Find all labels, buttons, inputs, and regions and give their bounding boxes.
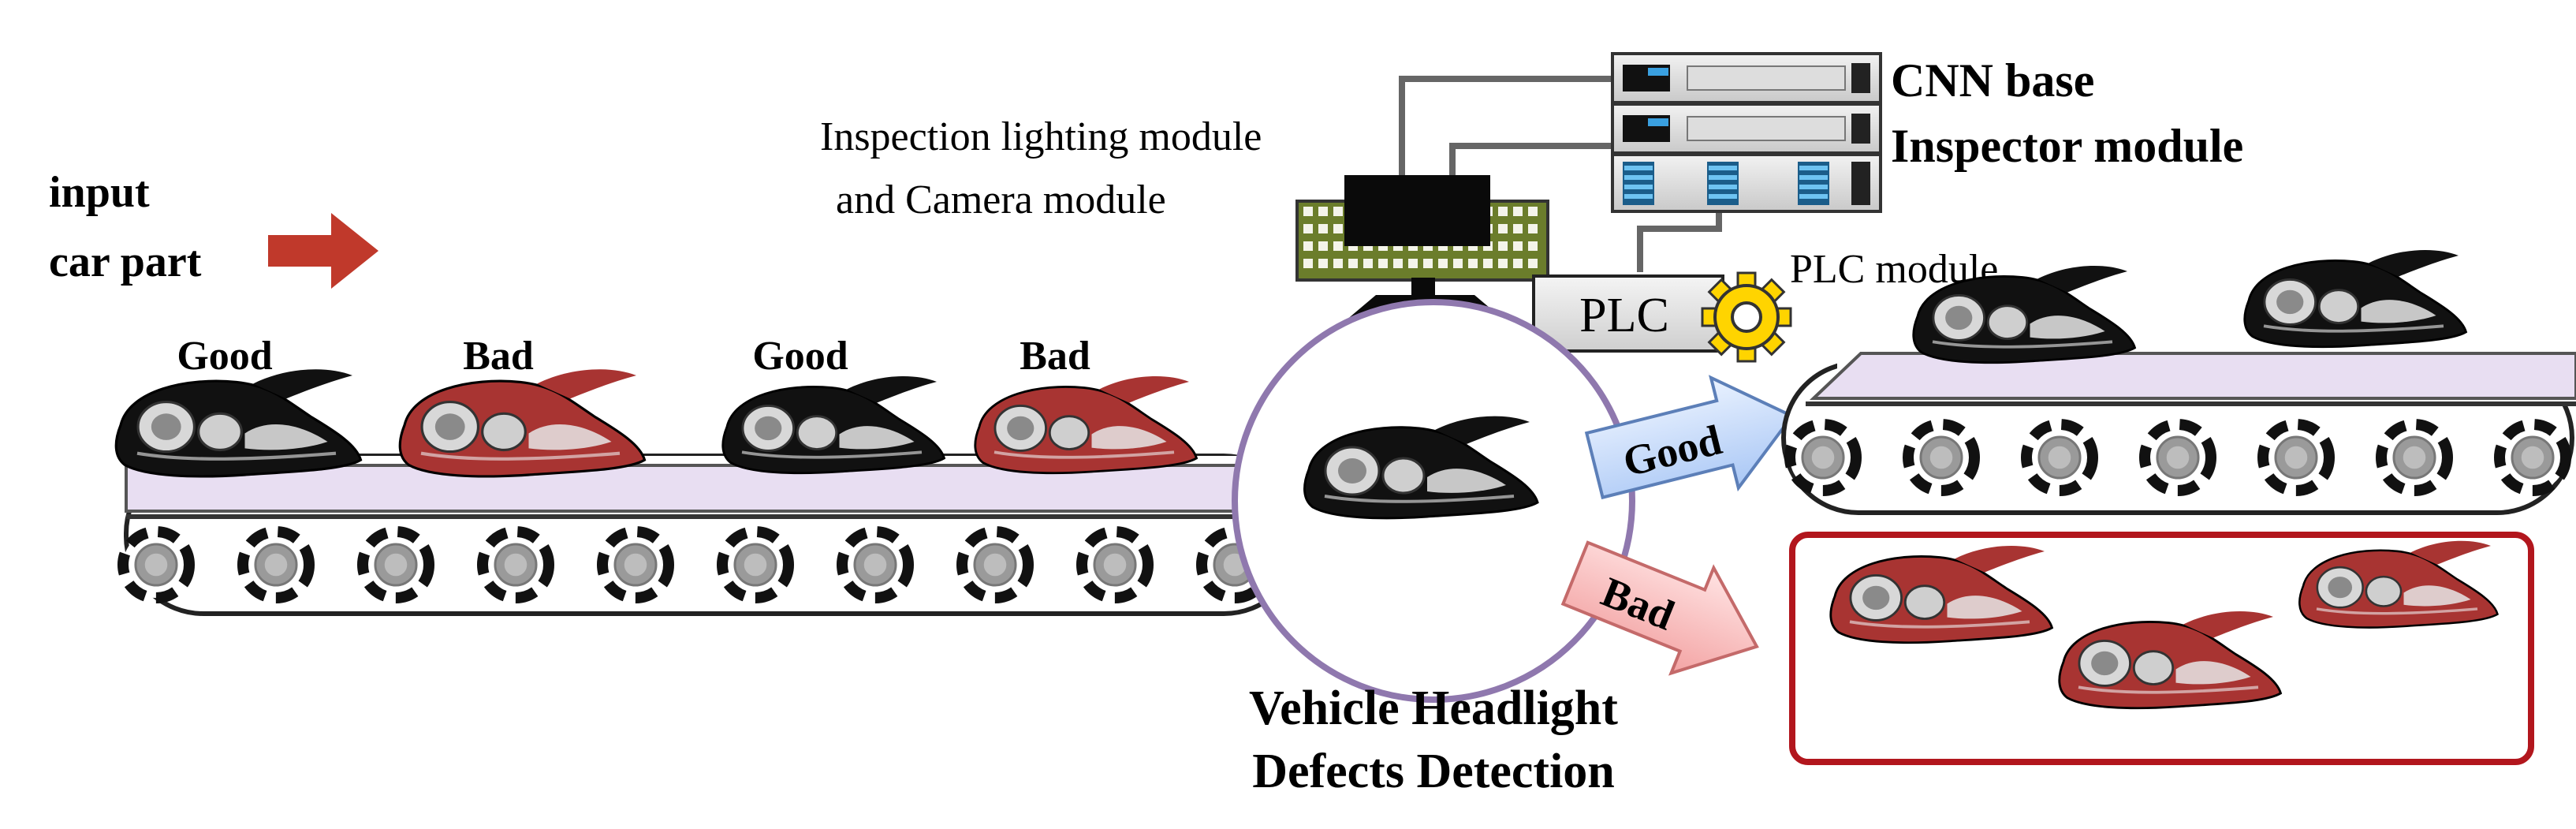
cnn-label-line1: CNN base	[1891, 54, 2094, 106]
led-dot	[1498, 224, 1508, 233]
led-dot	[1528, 259, 1538, 268]
output-good-part-1	[1912, 265, 2137, 364]
led-dot	[1318, 207, 1328, 216]
output-roller-6	[2376, 419, 2453, 496]
input-conveyor	[117, 454, 1310, 616]
led-dot	[1513, 224, 1523, 233]
bad-arrow: Bad	[1560, 540, 1759, 676]
output-roller-3	[2021, 419, 2098, 496]
led-dot	[1333, 224, 1343, 233]
led-dot	[1438, 259, 1448, 268]
led-dot	[1303, 207, 1313, 216]
detection-label-line2: Defects Detection	[1252, 745, 1615, 798]
input-part-3-good	[721, 375, 946, 475]
reject-part-3	[2298, 540, 2499, 629]
input-roller-7	[837, 526, 914, 603]
led-dot	[1303, 259, 1313, 268]
output-roller-1	[1784, 419, 1862, 496]
input-part-4-bad	[974, 375, 1199, 475]
plc-box-label: PLC	[1579, 289, 1669, 342]
input-label-line1: input	[49, 168, 150, 217]
led-dot	[1528, 207, 1538, 216]
led-dot	[1318, 259, 1328, 268]
output-roller-5	[2257, 419, 2335, 496]
reject-part-1	[1829, 545, 2054, 644]
cnn-server-rack-icon	[1611, 52, 1882, 213]
input-part-1-good	[114, 369, 363, 478]
led-dot	[1333, 241, 1343, 251]
led-dot	[1348, 259, 1358, 268]
led-dot	[1333, 207, 1343, 216]
input-roller-5	[597, 526, 674, 603]
led-dot	[1528, 241, 1538, 251]
led-dot	[1303, 241, 1313, 251]
led-dot	[1408, 259, 1418, 268]
input-roller-6	[717, 526, 794, 603]
led-dot	[1468, 259, 1478, 268]
led-dot	[1318, 224, 1328, 233]
detection-label-line1: Vehicle Headlight	[1249, 681, 1618, 735]
part-label-4: Bad	[1020, 334, 1090, 379]
lighting-label-line1: Inspection lighting module	[820, 114, 1262, 159]
input-roller-3	[357, 526, 434, 603]
part-label-1: Good	[177, 334, 272, 379]
led-dot	[1378, 259, 1388, 268]
inspected-part	[1303, 416, 1539, 520]
lighting-label-line2: and Camera module	[836, 177, 1166, 222]
part-label-3: Good	[752, 334, 848, 379]
input-roller-1	[117, 526, 195, 603]
led-dot	[1498, 259, 1508, 268]
led-dot	[1528, 224, 1538, 233]
reject-part-2	[2058, 611, 2283, 710]
led-dot	[1498, 241, 1508, 251]
output-rollers	[1784, 419, 2571, 496]
led-dot	[1333, 259, 1343, 268]
input-label-line2: car part	[49, 237, 202, 286]
part-label-2: Bad	[463, 334, 534, 379]
plc-gear-icon	[1701, 271, 1792, 363]
led-dot	[1363, 259, 1373, 268]
output-roller-7	[2494, 419, 2571, 496]
input-roller-4	[477, 526, 554, 603]
output-roller-2	[1903, 419, 1980, 496]
led-dot	[1483, 259, 1493, 268]
led-dot	[1303, 224, 1313, 233]
led-dot	[1423, 259, 1433, 268]
output-belt	[1809, 352, 2576, 400]
cnn-label-line2: Inspector module	[1891, 120, 2243, 172]
input-roller-8	[956, 526, 1034, 603]
led-dot	[1318, 241, 1328, 251]
led-dot	[1498, 207, 1508, 216]
input-belt	[125, 464, 1310, 513]
led-dot	[1513, 241, 1523, 251]
cables	[1399, 76, 1722, 272]
input-roller-2	[237, 526, 315, 603]
led-dot	[1513, 259, 1523, 268]
plc-box: PLC	[1532, 274, 1724, 353]
led-dot	[1513, 207, 1523, 216]
output-roller-4	[2139, 419, 2216, 496]
input-part-2-bad	[398, 369, 647, 478]
led-dot	[1453, 259, 1463, 268]
input-arrow	[268, 213, 378, 289]
output-good-part-2	[2243, 249, 2468, 349]
input-roller-9	[1076, 526, 1154, 603]
led-dot	[1393, 259, 1403, 268]
output-conveyor	[1781, 347, 2576, 515]
